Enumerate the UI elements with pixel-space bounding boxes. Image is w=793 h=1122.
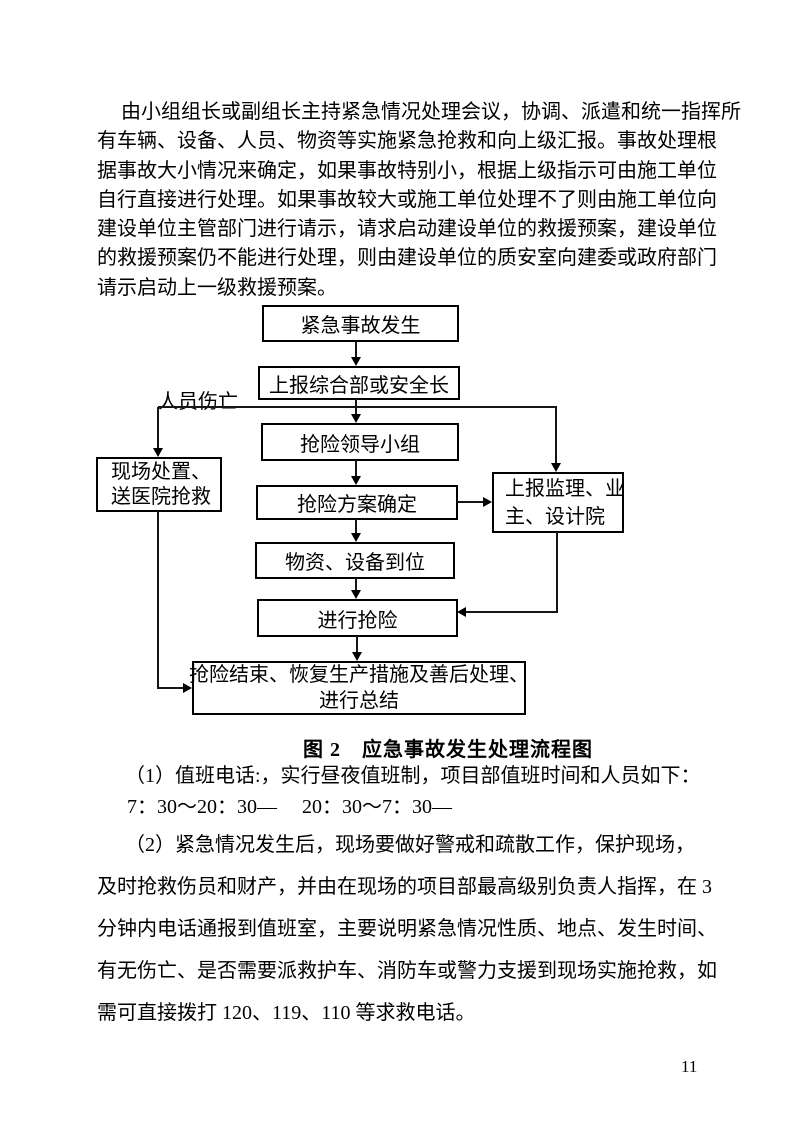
duty-hours-line: 7：30～20：30— 20：30～7：30— [127, 796, 452, 818]
flow-node-site-treatment: 现场处置、 送医院抢救 [96, 457, 222, 512]
connector-materials-rescue [355, 578, 357, 591]
arrow-down-icon [351, 590, 361, 599]
connector-plan-notify [457, 501, 484, 503]
intro-line: 建设单位主管部门进行请示，请求启动建设单位的救援预案，建设单位 [97, 218, 717, 241]
emergency-procedure-paragraph: （2）紧急情况发生后，现场要做好警戒和疏散工作，保护现场， 及时抢救伤员和财产，… [97, 824, 717, 1034]
connector-casualty-horizontal [158, 406, 557, 408]
connector-rescue-finish [356, 636, 358, 653]
flow-node-materials-ready: 物资、设备到位 [255, 542, 455, 579]
intro-line: 自行直接进行处理。如果事故较大或施工单位处理不了则由施工单位向 [97, 188, 717, 211]
finish-line1: 抢险结束、恢复生产措施及善后处理、 [189, 664, 529, 686]
connector-plan-materials [355, 519, 357, 534]
page-number: 11 [681, 1057, 698, 1076]
arrow-down-icon [351, 533, 361, 542]
arrow-down-icon [351, 357, 361, 366]
flow-node-notify-supervisor: 上报监理、业 主、设计院 [492, 472, 625, 533]
procedure-line: 有无伤亡、是否需要派救护车、消防车或警力支援到现场实施抢救，如 [97, 960, 717, 982]
intro-paragraph: 由小组组长或副组长主持紧急情况处理会议，协调、派遣和统一指挥所 有车辆、设备、人… [97, 98, 741, 303]
duty-phone-line: （1）值班电话:，实行昼夜值班制，项目部值班时间和人员如下： [125, 765, 701, 787]
flow-node-finish-summary: 抢险结束、恢复生产措施及善后处理、 进行总结 [189, 661, 529, 715]
arrow-down-icon [352, 652, 362, 661]
connector-notify-down [556, 532, 558, 613]
connector-site-finish [157, 687, 184, 689]
notify-line2: 主、设计院 [505, 505, 605, 528]
flow-node-report-dept: 上报综合部或安全长 [258, 366, 460, 400]
connector-start-report [355, 341, 357, 358]
duty-phone-paragraph: （1）值班电话:，实行昼夜值班制，项目部值班时间和人员如下： [97, 762, 717, 791]
figure-caption: 图 2 应急事故发生处理流程图 [303, 739, 593, 761]
procedure-line: 及时抢救伤员和财产，并由在现场的项目部最高级别负责人指挥，在 3 [97, 876, 712, 898]
flow-node-emergency-occurs: 紧急事故发生 [262, 305, 459, 342]
notify-line1: 上报监理、业 [505, 477, 625, 500]
arrow-down-icon [551, 463, 561, 472]
intro-line: 有车辆、设备、人员、物资等实施紧急抢救和向上级汇报。事故处理根 [97, 130, 717, 153]
duty-hours-line-wrap: 7：30～20：30— 20：30～7：30— [97, 793, 717, 822]
arrow-down-icon [153, 448, 163, 457]
arrow-down-icon [351, 476, 361, 485]
flow-node-leading-group: 抢险领导小组 [261, 423, 459, 461]
arrow-right-icon [183, 683, 192, 693]
site-line2: 送医院抢救 [111, 485, 211, 508]
connector-site-down [157, 511, 159, 689]
intro-line: 由小组组长或副组长主持紧急情况处理会议，协调、派遣和统一指挥所 [121, 101, 741, 123]
connector-notify-rescue [466, 611, 558, 613]
finish-line2: 进行总结 [319, 690, 399, 712]
site-line1: 现场处置、 [111, 460, 211, 483]
arrow-down-icon [351, 414, 361, 423]
arrow-left-icon [457, 607, 466, 617]
intro-line: 请示启动上一级救援预案。 [97, 276, 337, 299]
flow-node-carry-out-rescue: 进行抢险 [257, 599, 458, 637]
intro-line: 的救援预案仍不能进行处理，则由建设单位的质安室向建委或政府部门 [97, 247, 717, 270]
procedure-line: 需可直接拨打 120、119、110 等求救电话。 [97, 1002, 476, 1024]
procedure-line: （2）紧急情况发生后，现场要做好警戒和疏散工作，保护现场， [125, 834, 695, 856]
flow-node-plan-determined: 抢险方案确定 [256, 485, 458, 520]
intro-line: 据事故大小情况来确定，如果事故特别小，根据上级指示可由施工单位 [97, 159, 717, 182]
arrow-right-icon [483, 497, 492, 507]
connector-casualty-right [555, 407, 557, 464]
casualty-branch-label: 人员伤亡 [158, 391, 238, 413]
connector-casualty-left [157, 407, 159, 449]
procedure-line: 分钟内电话通报到值班室，主要说明紧急情况性质、地点、发生时间、 [97, 918, 717, 940]
connector-group-plan [355, 460, 357, 477]
